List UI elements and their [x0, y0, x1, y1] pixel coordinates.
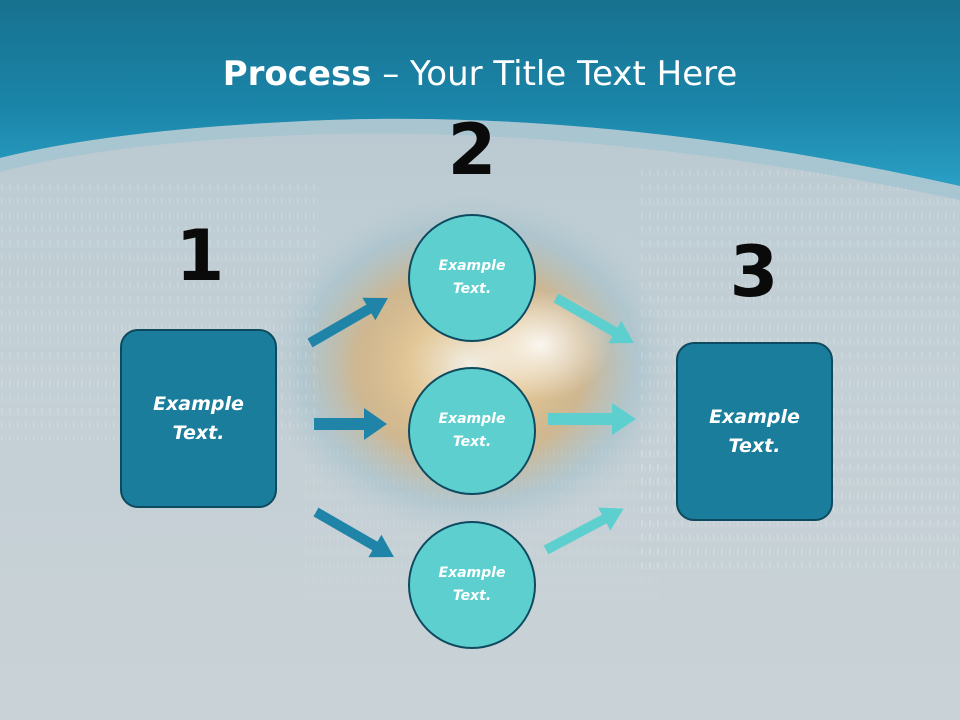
step-circle-top-label: Example Text. [438, 258, 506, 297]
arrow-from-circle-top [553, 293, 634, 344]
arrow-to-circle-middle [314, 408, 387, 440]
step-circle-middle-label: Example Text. [438, 411, 506, 450]
step-box-1: Example Text. [120, 329, 277, 508]
title-bold: Process [222, 54, 372, 94]
step-number-3: 3 [729, 231, 779, 313]
step-circle-bottom: Example Text. [408, 521, 536, 649]
arrow-to-circle-top [307, 297, 388, 348]
step-circle-top: Example Text. [408, 214, 536, 342]
step-circle-middle: Example Text. [408, 367, 536, 495]
step-box-1-label: Example Text. [153, 392, 244, 444]
title-rest: – Your Title Text Here [371, 54, 738, 94]
step-number-2: 2 [447, 109, 497, 191]
step-circle-bottom-label: Example Text. [438, 565, 506, 604]
step-number-1: 1 [175, 215, 225, 297]
arrow-from-circle-bottom [543, 507, 624, 555]
arrow-from-circle-middle [548, 403, 636, 435]
step-box-3-label: Example Text. [709, 405, 800, 457]
page-title: Process – Your Title Text Here [0, 52, 960, 96]
step-box-3: Example Text. [676, 342, 833, 521]
arrow-to-circle-bottom [313, 507, 394, 558]
